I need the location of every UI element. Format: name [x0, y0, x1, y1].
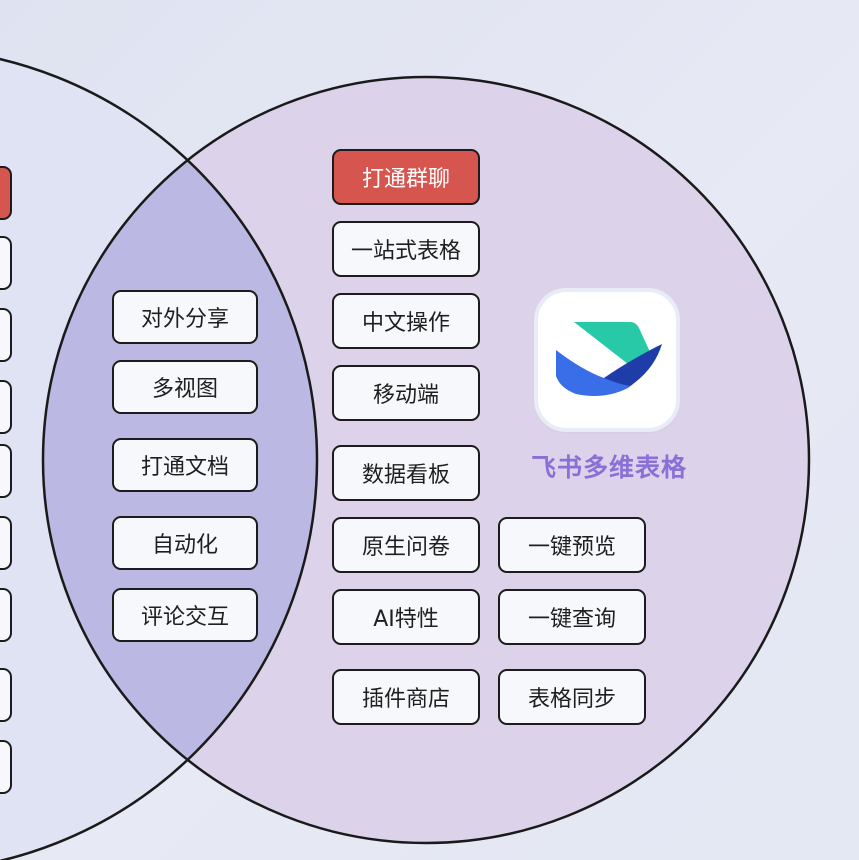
right-item-table-sync: 表格同步	[498, 669, 646, 725]
right-item-group-chat: 打通群聊	[332, 149, 480, 205]
feishu-bird-icon	[556, 322, 662, 396]
right-item-all-in-one-table: 一站式表格	[332, 221, 480, 277]
left-item-box	[0, 588, 12, 642]
overlap-item-link-docs: 打通文档	[112, 438, 258, 492]
brand-name: 飞书多维表格	[530, 453, 687, 482]
right-item-chinese-ops: 中文操作	[332, 293, 480, 349]
left-item-box	[0, 668, 12, 722]
right-circle-outline	[41, 75, 811, 845]
right-item-one-click-preview: 一键预览	[498, 517, 646, 573]
overlap-item-share-external: 对外分享	[112, 290, 258, 344]
left-item-box	[0, 380, 12, 434]
right-item-mobile: 移动端	[332, 365, 480, 421]
feishu-bitable-logo	[538, 292, 676, 428]
right-item-one-click-query: 一键查询	[498, 589, 646, 645]
overlap-region	[43, 77, 317, 843]
right-item-ai-features: AI特性	[332, 589, 480, 645]
left-item-box	[0, 166, 12, 220]
left-item-box	[0, 740, 12, 794]
overlap-item-comments: 评论交互	[112, 588, 258, 642]
right-item-native-survey: 原生问卷	[332, 517, 480, 573]
left-item-box	[0, 444, 12, 498]
left-item-box	[0, 236, 12, 290]
right-item-dashboard: 数据看板	[332, 445, 480, 501]
left-item-box	[0, 308, 12, 362]
overlap-item-automation: 自动化	[112, 516, 258, 570]
left-item-box	[0, 516, 12, 570]
left-circle-outline	[0, 57, 319, 860]
right-item-plugin-store: 插件商店	[332, 669, 480, 725]
overlap-item-multi-view: 多视图	[112, 360, 258, 414]
